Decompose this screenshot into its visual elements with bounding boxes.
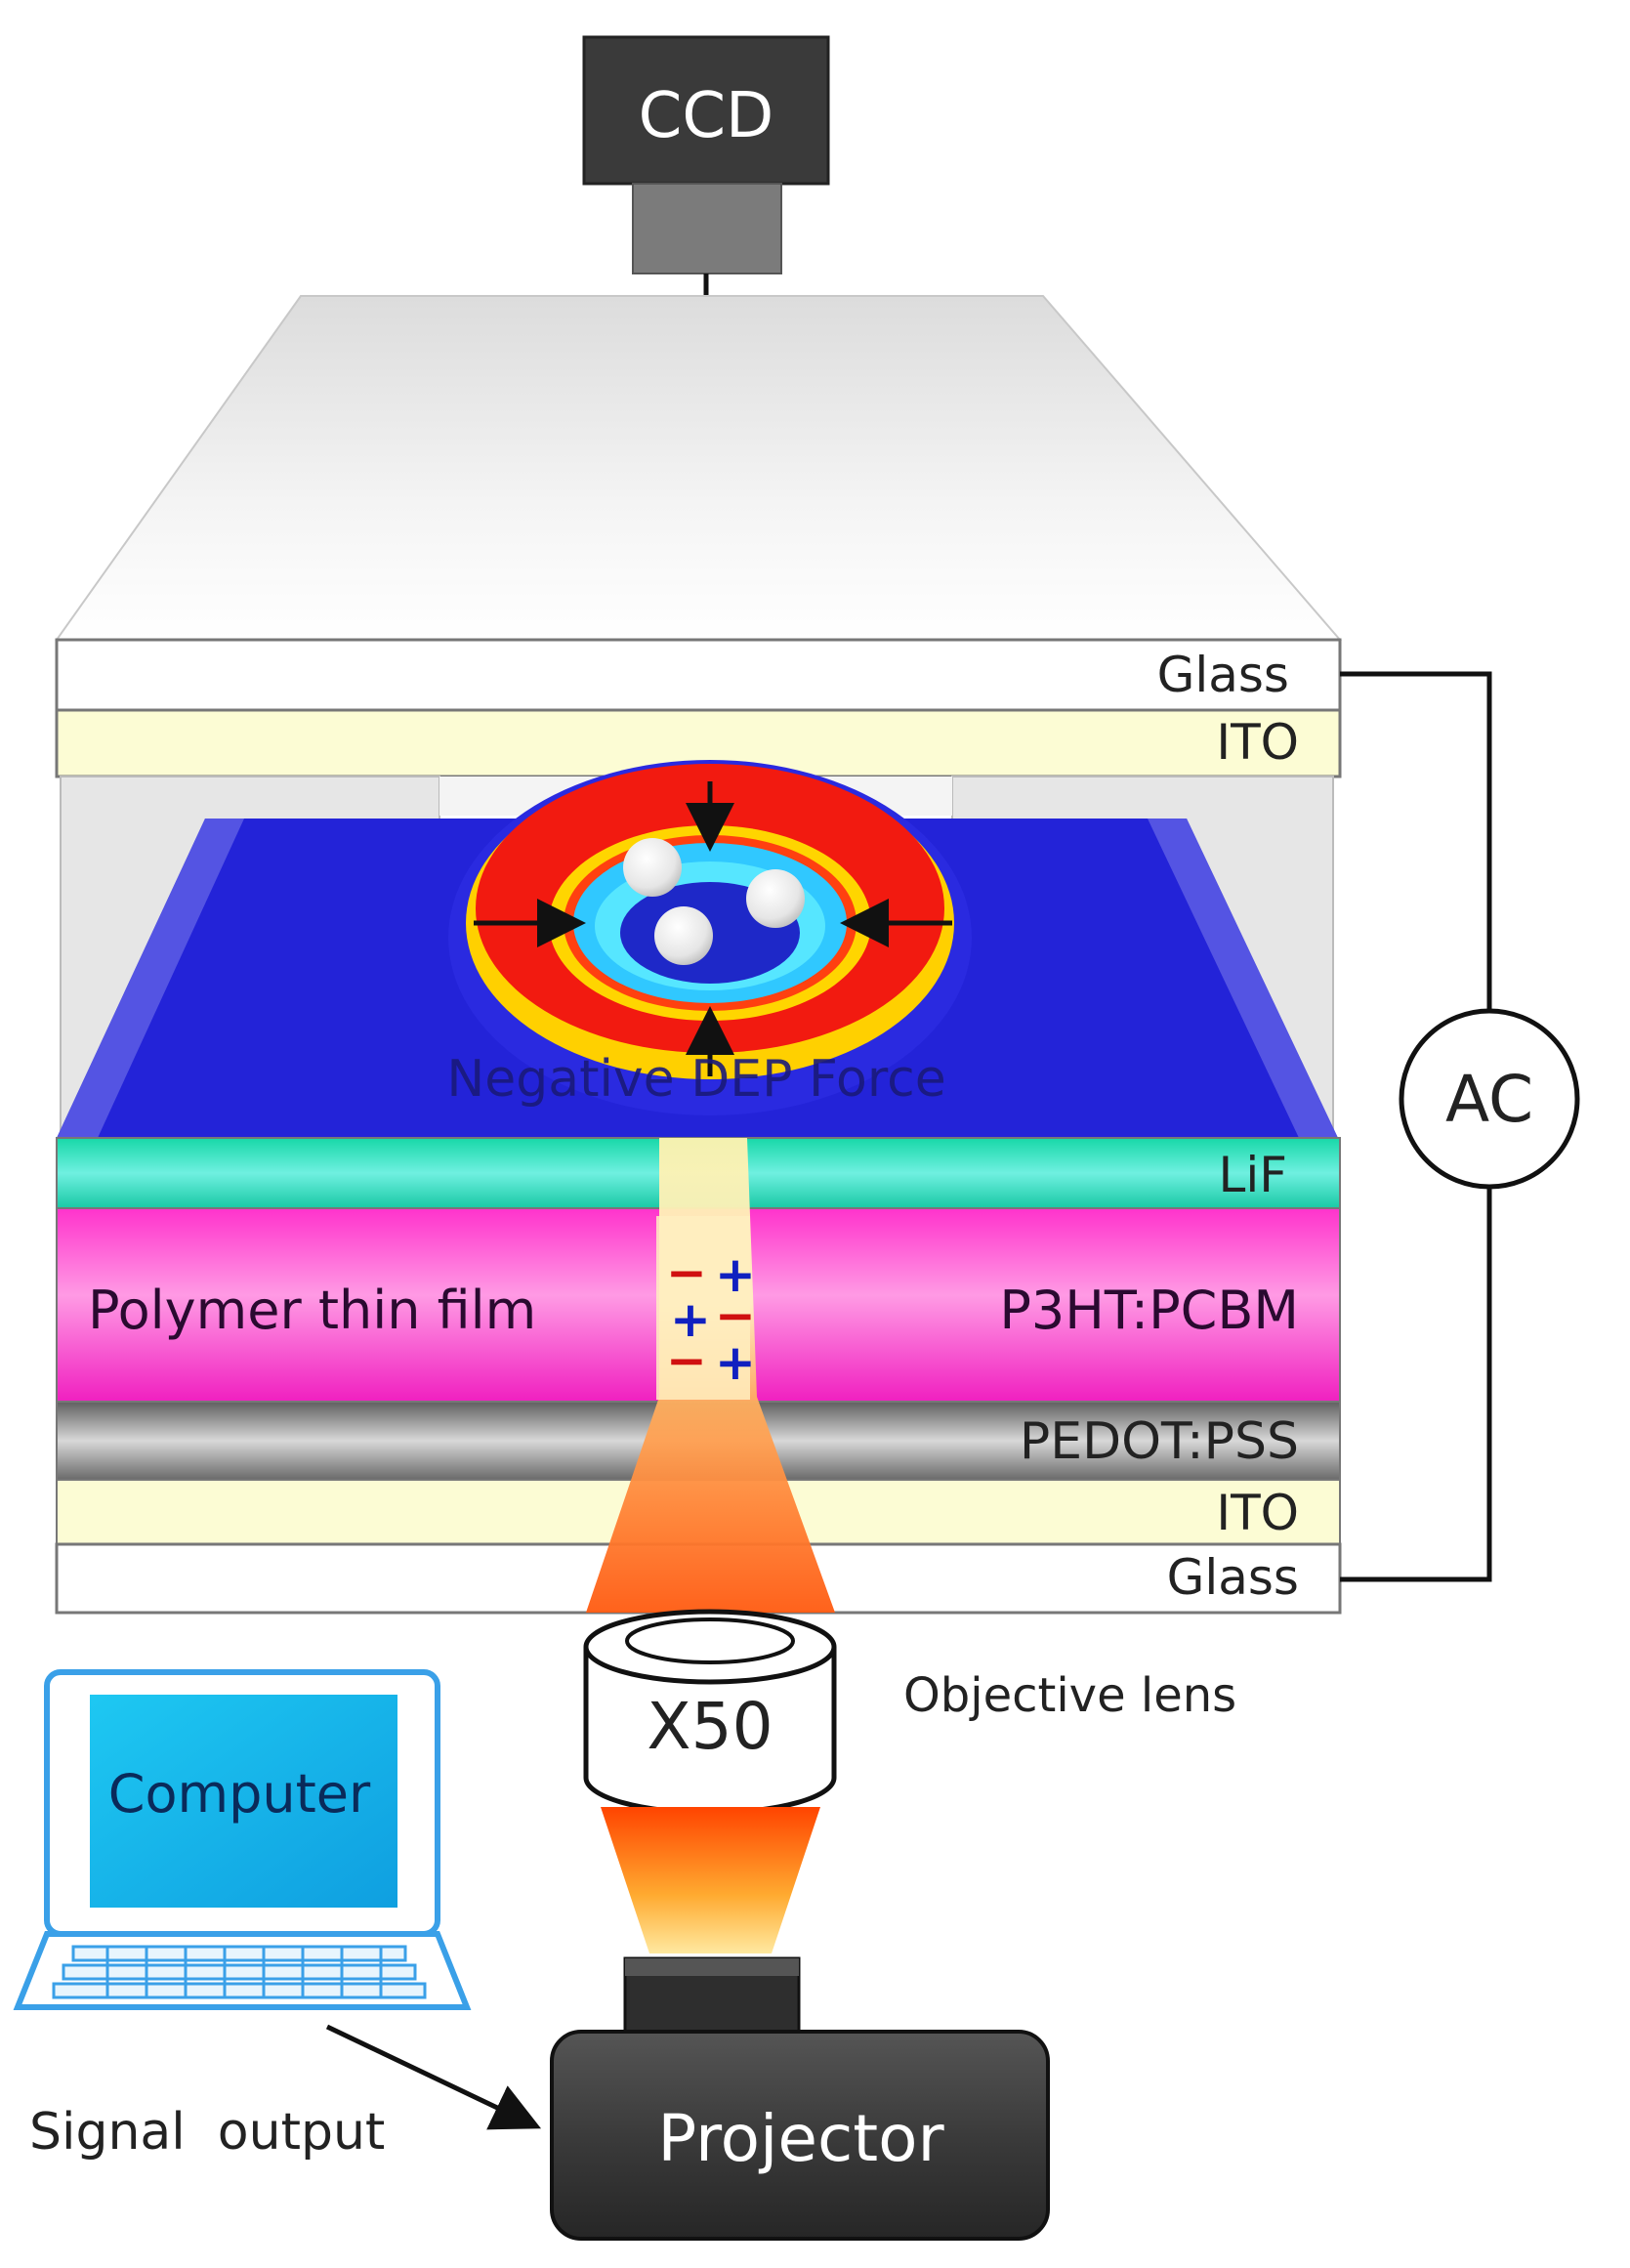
force-label: Negative DEP Force bbox=[446, 1050, 945, 1109]
lif-label: LiF bbox=[1218, 1147, 1287, 1203]
ccd-body bbox=[582, 35, 830, 186]
ito-bottom-label: ITO bbox=[1216, 1485, 1299, 1541]
pedot-label: PEDOT:PSS bbox=[1020, 1412, 1299, 1471]
positive-charge: + bbox=[670, 1291, 711, 1348]
glass-bottom-label: Glass bbox=[1167, 1549, 1299, 1606]
particle bbox=[623, 838, 682, 897]
polymer-right-label: P3HT:PCBM bbox=[999, 1280, 1299, 1341]
computer-label: Computer bbox=[108, 1763, 371, 1825]
projector-lens-ring bbox=[625, 1958, 799, 1976]
signal-arrow bbox=[325, 2024, 542, 2130]
ac-label: AC bbox=[1445, 1062, 1533, 1137]
light-beam-polymer-window bbox=[656, 1216, 750, 1400]
force-arrows bbox=[474, 781, 952, 1076]
keyboard-keys bbox=[52, 1945, 427, 1999]
lens-magnification: X50 bbox=[647, 1689, 773, 1764]
polymer-left-label: Polymer thin film bbox=[88, 1280, 536, 1341]
ac-circuit bbox=[1340, 671, 1492, 1582]
particle bbox=[654, 906, 713, 965]
ac-source bbox=[1399, 1008, 1580, 1190]
negative-charge: − bbox=[666, 1332, 707, 1389]
view-cone bbox=[55, 295, 1343, 641]
ito-top-label: ITO bbox=[1216, 714, 1299, 771]
ccd-lens-mount bbox=[632, 183, 782, 274]
glass-top-label: Glass bbox=[1157, 647, 1289, 703]
objective-lens: X50 bbox=[583, 1609, 837, 1816]
negative-charge: − bbox=[715, 1287, 756, 1344]
particle bbox=[746, 869, 805, 928]
laptop-screen bbox=[90, 1695, 397, 1908]
positive-charge: + bbox=[715, 1334, 756, 1391]
liquid-edge-right bbox=[1148, 819, 1338, 1138]
glass-top-layer bbox=[55, 638, 1342, 712]
signal-label: Signal output bbox=[29, 2103, 385, 2162]
projector-body bbox=[550, 2030, 1050, 2241]
positive-charge: + bbox=[715, 1246, 756, 1303]
negative-charge: − bbox=[666, 1244, 707, 1301]
lens-top-inner bbox=[625, 1617, 795, 1664]
projector-beam bbox=[601, 1807, 820, 1953]
projector-label: Projector bbox=[657, 2101, 944, 2176]
objective-lens-label: Objective lens bbox=[903, 1668, 1236, 1723]
ccd-label: CCD bbox=[639, 80, 774, 152]
ccd-camera: CCD bbox=[582, 35, 830, 274]
computer: Computer bbox=[13, 1669, 472, 2010]
liquid-edge-left bbox=[57, 819, 244, 1138]
charge-pairs: − + + − − + bbox=[666, 1244, 756, 1391]
